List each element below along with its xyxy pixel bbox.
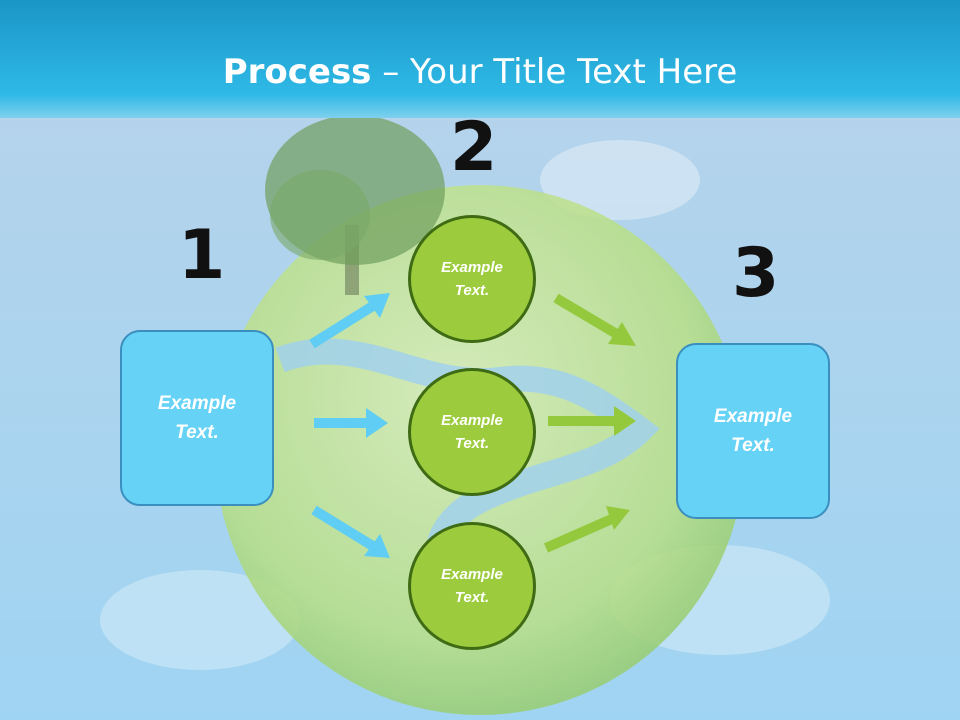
step-2-text-bottom: Example Text.	[441, 566, 503, 606]
arrow-1-to-2c	[311, 505, 390, 558]
step-3-text: Example Text.	[713, 406, 793, 456]
step-2-text-top: Example Text.	[441, 259, 503, 299]
arrow-2b-to-3	[548, 406, 636, 436]
step-2-circle-middle: Example Text.	[408, 368, 536, 496]
step-2-circle-bottom: Example Text.	[408, 522, 536, 650]
title-rest: – Your Title Text Here	[371, 52, 738, 92]
arrow-2a-to-3	[553, 293, 636, 346]
slide-title: Process – Your Title Text Here	[0, 52, 960, 92]
title-bold: Process	[222, 52, 372, 92]
step-number-1: 1	[178, 216, 226, 295]
arrow-1-to-2b	[314, 408, 388, 438]
step-number-2: 2	[450, 108, 498, 187]
step-3-box: Example Text.	[676, 343, 830, 519]
step-1-box: Example Text.	[120, 330, 274, 506]
arrow-2c-to-3	[543, 506, 630, 553]
step-1-text: Example Text.	[157, 393, 237, 443]
arrow-1-to-2a	[309, 293, 390, 349]
step-2-circle-top: Example Text.	[408, 215, 536, 343]
step-number-3: 3	[732, 234, 780, 313]
step-2-text-middle: Example Text.	[441, 412, 503, 452]
